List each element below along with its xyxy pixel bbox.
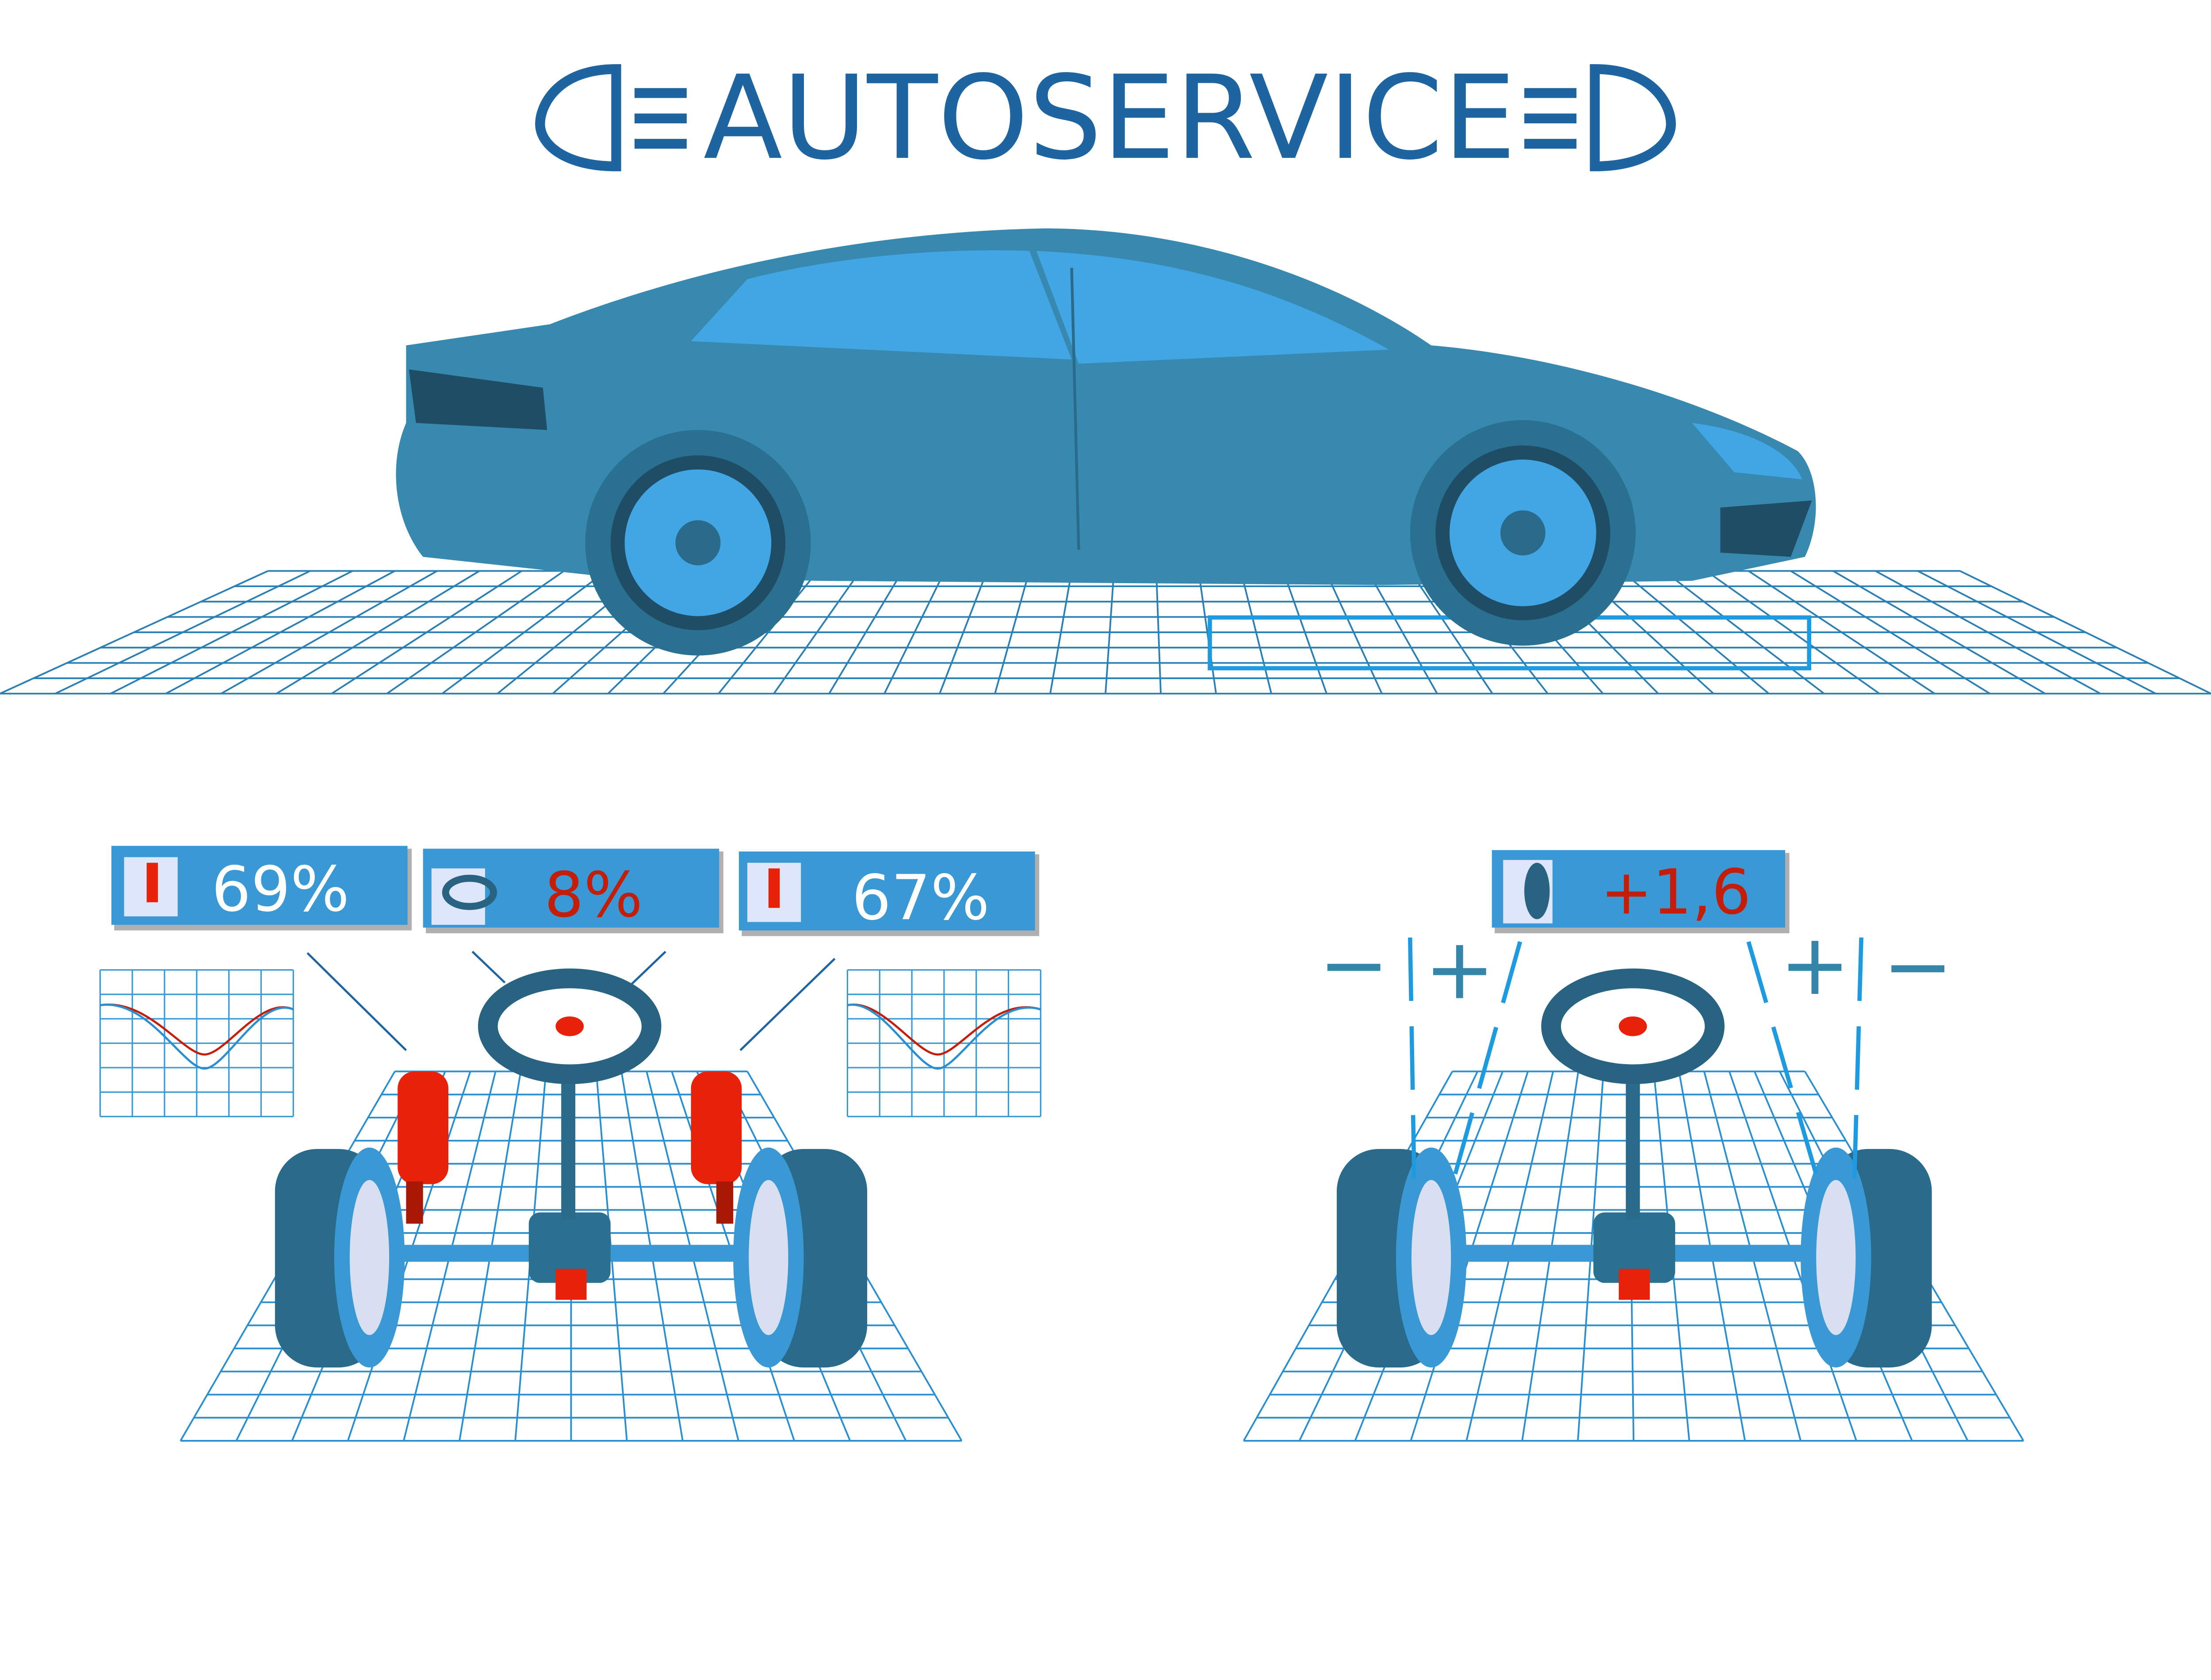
left-camber-plus: + [1424, 920, 1495, 1019]
damping-curve [100, 1004, 294, 1070]
badge-steering: 8% [423, 848, 723, 933]
camber-guides [1408, 937, 1863, 1185]
steering-value: 8% [544, 859, 643, 932]
damping-curve [847, 1004, 1041, 1070]
damping-curve [100, 1003, 294, 1056]
right-shock-value: 67% [852, 862, 990, 934]
left-shock-value: 69% [211, 854, 349, 926]
suspension-axle [275, 968, 868, 1368]
front-wheel [1410, 420, 1636, 646]
right-shock-absorber [691, 1071, 742, 1184]
alignment-value: +1,6 [1600, 856, 1751, 928]
page-title: AUTOSERVICE [704, 50, 1516, 185]
steering-wheel-icon [442, 874, 497, 910]
right-damping-graph [846, 969, 1041, 1118]
floor-grid [0, 570, 2211, 695]
right-camber-plus: + [1779, 916, 1850, 1014]
grid-line [0, 570, 268, 695]
badge-left-shock: 69% [111, 846, 412, 931]
left-damping-graph [99, 969, 294, 1118]
rear-wheel [585, 430, 811, 656]
left-camber-minus: − [1319, 916, 1389, 1014]
badge-right-shock: 67% [738, 851, 1040, 936]
left-shock-absorber [398, 1071, 449, 1184]
wheel-alignment-icon [1524, 863, 1550, 920]
steering-wheel [478, 968, 662, 1084]
headlight-right-icon [1524, 64, 1676, 172]
autoservice-illustration: AUTOSERVICE 69% 8% 67% [0, 50, 2211, 1442]
right-camber-minus: − [1882, 917, 1953, 1016]
damping-curve [847, 1003, 1041, 1056]
headlight-left-icon [535, 64, 687, 172]
pointer-arrows [306, 951, 836, 1051]
alignment-axle [1336, 968, 1932, 1368]
badge-alignment: +1,6 [1492, 850, 1790, 933]
